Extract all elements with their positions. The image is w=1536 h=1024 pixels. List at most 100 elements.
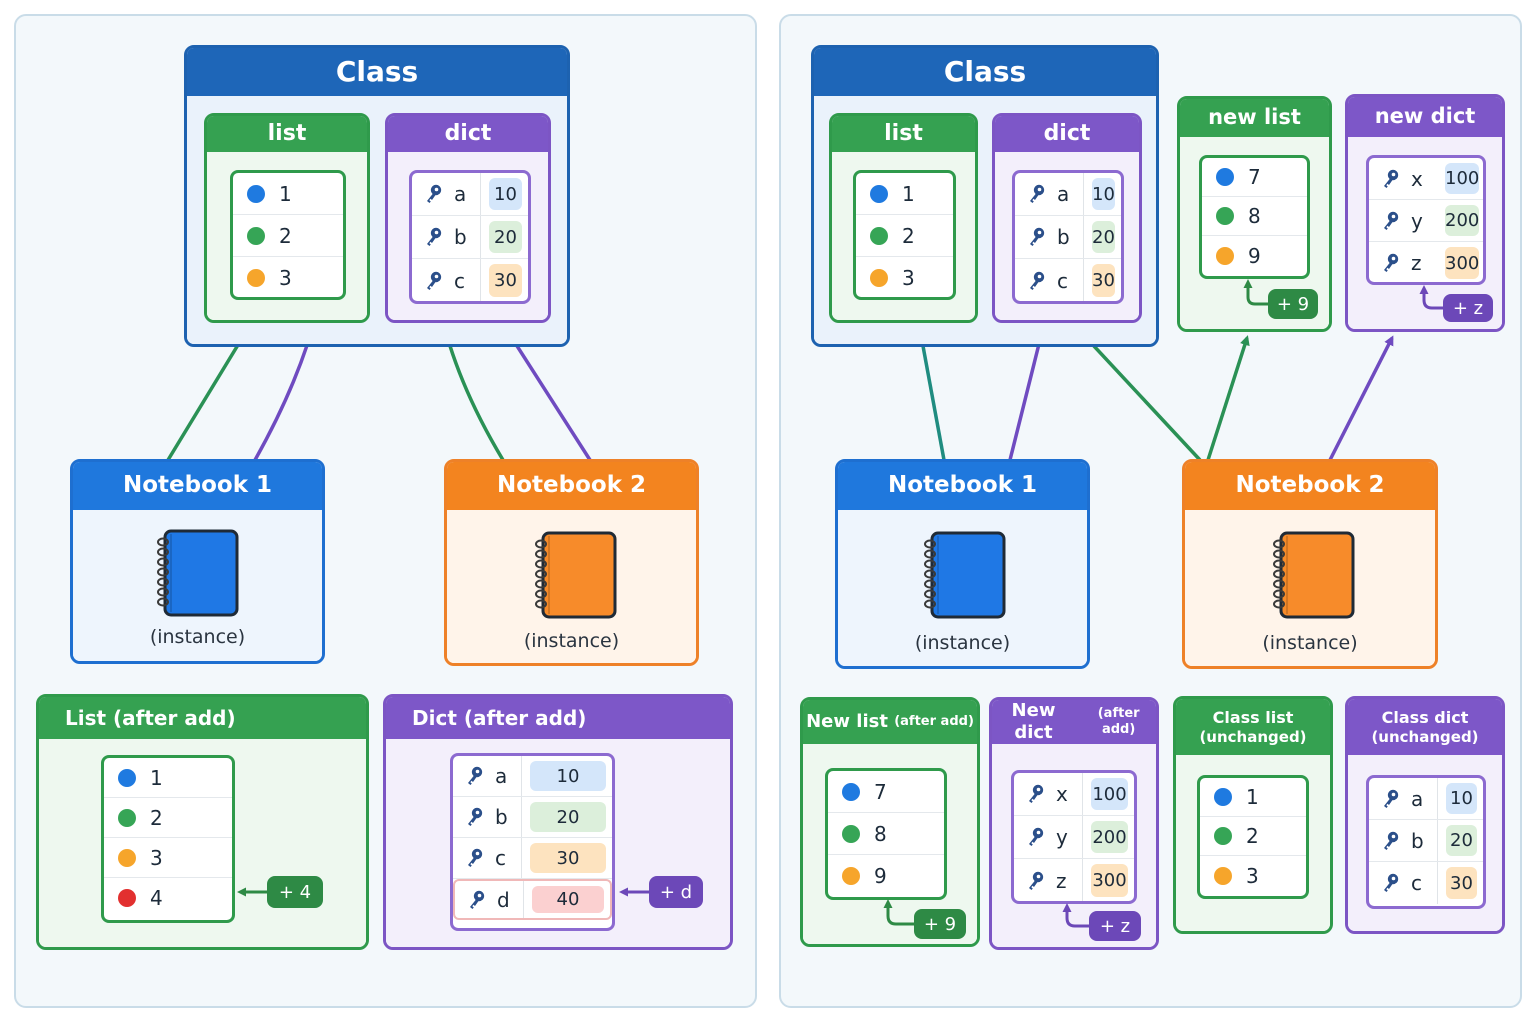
list-container: 7 8 9 [1199,155,1310,279]
right-new-dict-after-title: New dict (after add) [992,700,1156,744]
left-list-after: List (after add) 1 2 3 4 [36,694,369,950]
dict-entry: x 100 [1014,773,1134,816]
dict-key: b [454,225,467,249]
key-icon [1384,211,1399,230]
key-icon [468,807,483,826]
list-container: 1 2 3 [1197,775,1309,899]
add-tag: + 9 [1268,289,1318,319]
left-notebook1: Notebook 1 (instance) [70,459,325,664]
key-icon [424,183,446,205]
right-class-list-title: Class list (unchanged) [1176,699,1330,755]
list-item: 7 [1202,158,1307,197]
dict-key: d [497,887,510,912]
left-notebook2-title: Notebook 2 [447,462,696,510]
dict-key: a [454,182,467,206]
dict-key: c [454,268,465,293]
dict-value: 300 [1091,864,1128,897]
key-icon [465,806,487,828]
dict-key: c [1411,871,1422,895]
dict-key: x [1056,782,1068,806]
list-item: 9 [828,855,944,897]
list-item: 3 [856,257,953,297]
list-item: 3 [104,838,232,878]
right-class-list: list 1 2 3 [829,113,978,323]
dict-key: b [1411,828,1424,853]
key-icon [1384,253,1399,272]
dict-value: 20 [1092,221,1115,253]
dict-value: 10 [530,761,606,791]
dict-key: y [1411,208,1423,233]
dict-value: 10 [1092,178,1115,210]
key-icon [465,847,487,869]
add-tag: + 9 [914,909,966,939]
notebook-icon [1273,530,1357,626]
left-class-title: Class [187,48,567,96]
right-new-list-after-title: New list (after add) [803,700,977,744]
list-item: 3 [1200,856,1306,895]
dict-value: 30 [1446,867,1477,899]
dict-key: a [1411,786,1424,811]
right-notebook2-title: Notebook 2 [1185,462,1435,510]
left-notebook2: Notebook 2 (instance) [444,459,699,666]
dict-entry: c 30 [1369,862,1483,904]
right-class-title: Class [814,48,1156,96]
add-tag: + d [649,876,703,908]
key-icon [467,889,489,911]
key-icon [1381,872,1403,894]
key-icon [1026,783,1048,805]
list-item: 1 [104,758,232,798]
list-item: 8 [828,813,944,855]
left-dict-after-title: Dict (after add) [386,697,730,739]
right-notebook1-title: Notebook 1 [838,462,1087,510]
list-item: 8 [1202,197,1307,236]
key-icon [1027,226,1049,248]
add-tag: + 4 [267,876,323,908]
key-icon [1026,826,1048,848]
right-class-dict-title: dict [995,116,1139,152]
dict-value: 30 [530,843,606,873]
instance-label: (instance) [149,626,246,648]
key-icon [1027,270,1049,292]
key-icon [1381,210,1403,232]
dict-key: z [1411,251,1422,275]
notebook-icon [157,528,241,624]
right-class-list-title: list [832,116,975,152]
dict-key: z [1056,868,1067,893]
dict-value: 30 [1092,264,1115,297]
key-icon [1029,871,1044,890]
dict-key: c [495,846,506,870]
instance-label: (instance) [523,630,620,652]
key-icon [427,271,442,290]
key-icon [468,848,483,867]
dict-value: 200 [1091,821,1128,853]
dict-value: 100 [1091,778,1128,810]
dict-key: x [1411,166,1423,191]
key-icon [1381,788,1403,810]
dict-value: 10 [1446,783,1477,814]
key-icon [1030,184,1045,203]
key-icon [1381,168,1403,190]
right-class-list-unchanged: Class list (unchanged) 1 2 3 [1173,696,1333,934]
key-icon [1026,870,1048,892]
